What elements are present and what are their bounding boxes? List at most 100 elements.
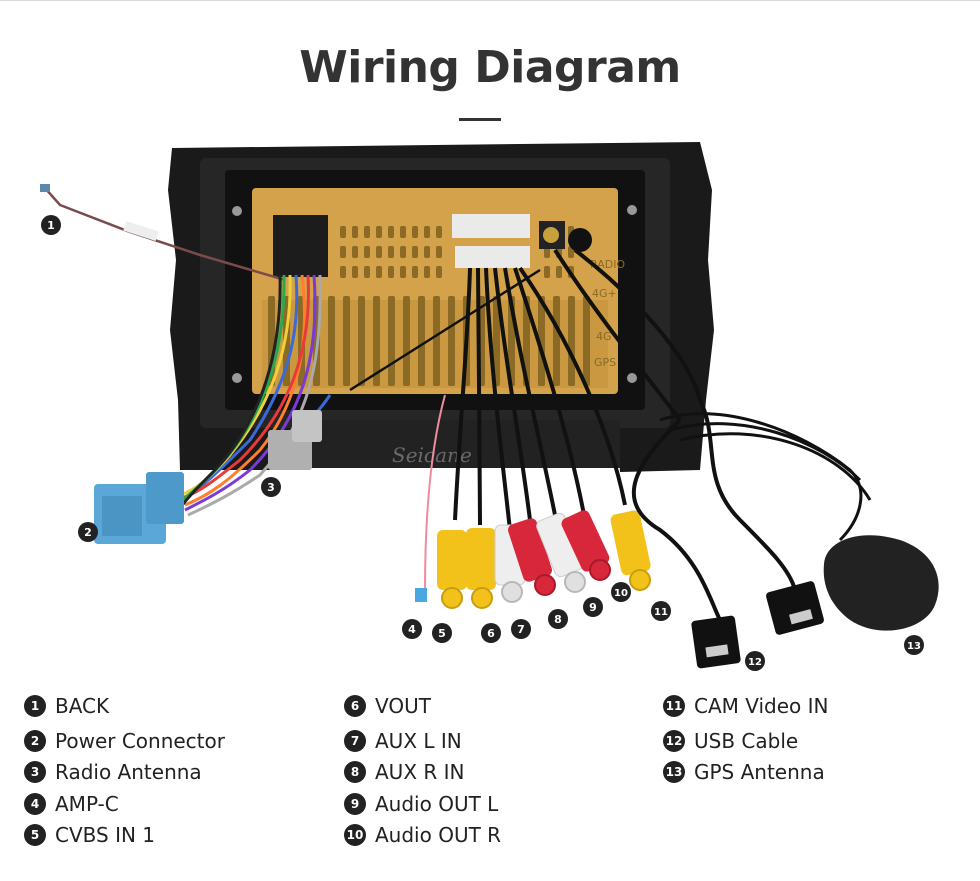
- vent-slot: [364, 246, 370, 258]
- legend-label: BACK: [55, 694, 110, 718]
- panel-screws: [232, 205, 637, 383]
- legend-badge: 2: [24, 730, 46, 752]
- vent-slot: [568, 296, 575, 386]
- legend-label: USB Cable: [694, 729, 799, 753]
- legend-badge: 12: [663, 730, 685, 752]
- top-divider: [0, 0, 980, 1]
- svg-text:3: 3: [267, 481, 275, 494]
- rca-harness-cables: [349, 248, 702, 591]
- vent-slot: [376, 246, 382, 258]
- vent-slot: [433, 296, 440, 386]
- callout-11: 11: [651, 601, 671, 621]
- callout-13: 13: [904, 635, 924, 655]
- vent-slot: [340, 266, 346, 278]
- vent-slot: [412, 246, 418, 258]
- callout-badges: 1 2 3 4 5 6 7 8 9 10 11 12 13: [41, 215, 924, 671]
- vent-slot: [400, 246, 406, 258]
- vent-slot: [376, 226, 382, 238]
- vent-slot: [343, 296, 350, 386]
- vent-slot: [424, 226, 430, 238]
- callout-3: 3: [261, 477, 281, 497]
- legend-badge: 3: [24, 761, 46, 783]
- legend-label: CAM Video IN: [694, 694, 829, 718]
- legend-label: AUX L IN: [375, 729, 462, 753]
- svg-text:7: 7: [517, 623, 525, 636]
- legend-badge: 6: [344, 695, 366, 717]
- legend-badge: 4: [24, 793, 46, 815]
- vent-slot: [388, 246, 394, 258]
- page-title: Wiring Diagram: [299, 42, 681, 93]
- legend-badge: 10: [344, 824, 366, 846]
- legend-label: Power Connector: [55, 729, 225, 753]
- vent-slot: [400, 266, 406, 278]
- legend-label: AUX R IN: [375, 760, 465, 784]
- legend-item-vout: 6 VOUT: [344, 693, 431, 719]
- svg-text:11: 11: [654, 607, 668, 618]
- callout-2: 2: [78, 522, 98, 542]
- legend-badge: 5: [24, 824, 46, 846]
- vent-slot: [373, 296, 380, 386]
- vent-slot: [436, 266, 442, 278]
- vent-slot: [400, 226, 406, 238]
- legend-item-audio-out-r: 10 Audio OUT R: [344, 822, 501, 848]
- legend-item-cam-video-in: 11 CAM Video IN: [663, 693, 829, 719]
- panel-port-labels: RADIO 4G+ 4G GPS: [590, 258, 625, 369]
- svg-text:8: 8: [554, 613, 562, 626]
- vent-slot: [388, 266, 394, 278]
- svg-text:1: 1: [47, 219, 55, 232]
- legend-label: Audio OUT R: [375, 823, 502, 847]
- vent-slot: [340, 226, 346, 238]
- legend-item-audio-out-l: 9 Audio OUT L: [344, 791, 498, 817]
- vent-slot: [436, 246, 442, 258]
- legend-badge: 1: [24, 695, 46, 717]
- svg-text:10: 10: [614, 588, 628, 599]
- radio-antenna-adapter: [268, 394, 332, 470]
- legend-item-aux-l-in: 7 AUX L IN: [344, 728, 462, 754]
- vent-slot: [358, 296, 365, 386]
- legend-item-back: 1 BACK: [24, 693, 109, 719]
- legend-label: VOUT: [375, 694, 431, 718]
- rear-connectors: [273, 214, 592, 277]
- legend-badge: 9: [344, 793, 366, 815]
- callout-1: 1: [41, 215, 61, 235]
- vent-slot: [340, 246, 346, 258]
- svg-text:13: 13: [907, 641, 921, 652]
- vent-slot: [583, 296, 590, 386]
- vent-slot: [388, 296, 395, 386]
- usb-cables: [631, 399, 824, 669]
- callout-8: 8: [548, 609, 568, 629]
- vent-slot: [364, 266, 370, 278]
- gps-antenna: [659, 412, 939, 631]
- vent-slot: [544, 266, 550, 278]
- svg-text:6: 6: [487, 627, 495, 640]
- callout-9: 9: [583, 597, 603, 617]
- svg-text:12: 12: [748, 657, 762, 668]
- callout-12: 12: [745, 651, 765, 671]
- panel-label-4g: 4G: [596, 330, 612, 343]
- legend-badge: 13: [663, 761, 685, 783]
- legend-label: Radio Antenna: [55, 760, 202, 784]
- callout-4: 4: [402, 619, 422, 639]
- panel-label-4gplus: 4G+: [592, 287, 617, 300]
- callout-5: 5: [432, 623, 452, 643]
- vent-slot: [328, 296, 335, 386]
- vent-slot: [376, 266, 382, 278]
- legend-item-usb-cable: 12 USB Cable: [663, 728, 798, 754]
- legend-badge: 11: [663, 695, 685, 717]
- vent-slot: [388, 226, 394, 238]
- legend-badge: 7: [344, 730, 366, 752]
- legend-label: Audio OUT L: [375, 792, 499, 816]
- callout-6: 6: [481, 623, 501, 643]
- vent-slot: [556, 266, 562, 278]
- vent-slot: [352, 246, 358, 258]
- svg-text:9: 9: [589, 601, 597, 614]
- svg-text:4: 4: [408, 623, 416, 636]
- back-wire: [40, 184, 286, 282]
- power-connector: [94, 472, 184, 544]
- vent-slot: [424, 266, 430, 278]
- legend-item-power-connector: 2 Power Connector: [24, 728, 225, 754]
- vent-slot: [403, 296, 410, 386]
